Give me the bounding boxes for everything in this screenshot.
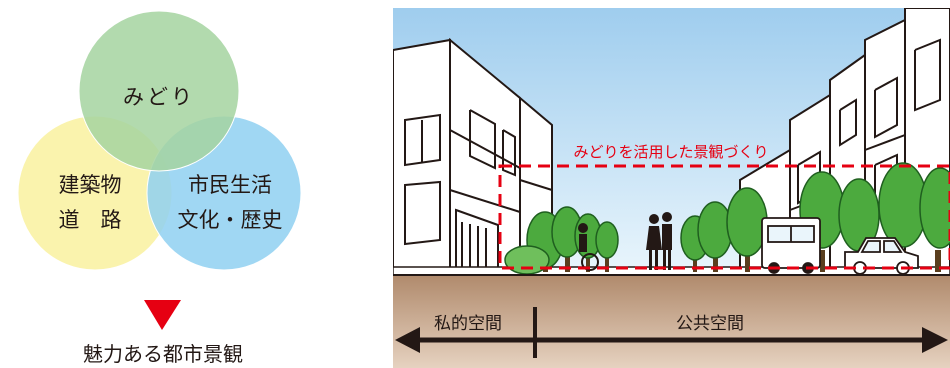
blue-circle-label-line1: 市民生活 xyxy=(188,173,272,197)
result-label: 魅力ある都市景観 xyxy=(83,342,243,366)
left-building xyxy=(393,37,553,276)
street-illustration: みどりを活用した景観づくり 私的空間 公共空間 xyxy=(393,8,950,368)
ground xyxy=(393,275,950,368)
bus xyxy=(761,217,821,274)
venn-diagram: みどり 建築物 道 路 市民生活 文化・歴史 魅力ある都市景観 xyxy=(17,10,302,366)
arrow-right-icon xyxy=(922,327,948,353)
person-couple xyxy=(646,212,672,270)
green-circle-label: みどり xyxy=(123,85,195,109)
tree xyxy=(504,245,550,275)
greenery-caption: みどりを活用した景観づくり xyxy=(573,143,768,161)
private-space-label: 私的空間 xyxy=(434,314,502,334)
yellow-circle-label-line2: 道 路 xyxy=(59,208,122,232)
arrow-left-icon xyxy=(395,327,420,353)
down-arrow-icon xyxy=(144,300,181,330)
public-space-label: 公共空間 xyxy=(676,314,744,334)
pedestrians xyxy=(578,212,672,271)
yellow-circle-label-line1: 建築物 xyxy=(59,173,122,197)
tree xyxy=(919,167,950,272)
greenery-zone-frame xyxy=(498,164,950,270)
tree xyxy=(595,221,619,272)
blue-circle-label-line2: 文化・歴史 xyxy=(178,208,283,232)
person-wheelchair xyxy=(578,223,599,271)
green-circle xyxy=(78,10,240,172)
space-arrow xyxy=(395,327,948,353)
